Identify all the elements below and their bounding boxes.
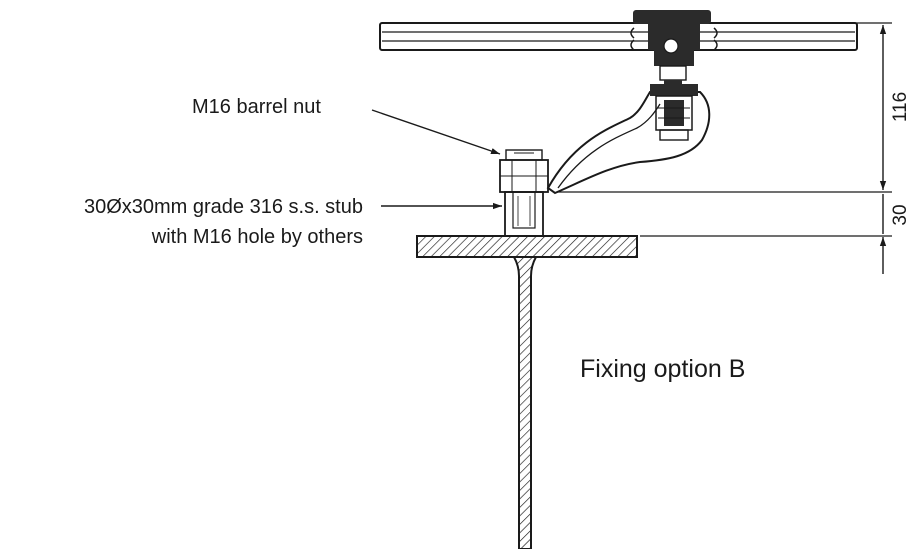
- extension-lines: [557, 22, 892, 237]
- bracket-head: [650, 84, 698, 141]
- dimension-30: 30: [879, 194, 907, 274]
- barrel-nut-label: M16 barrel nut: [192, 96, 321, 118]
- steel-web: [512, 256, 538, 549]
- dimension-30-label: 30: [890, 204, 907, 225]
- barrel-nut: [499, 149, 549, 193]
- dimension-116: 116: [879, 25, 907, 190]
- stub: [504, 191, 544, 237]
- stub-label-line2: with M16 hole by others: [151, 226, 363, 248]
- stub-label-line1: 30Øx30mm grade 316 s.s. stub: [84, 196, 363, 218]
- steel-flange: [416, 235, 638, 258]
- top-rail: [379, 22, 858, 51]
- barrel-nut-leader: [371, 109, 501, 155]
- rail-clamp: [630, 10, 718, 90]
- caption: Fixing option B: [580, 355, 745, 383]
- bracket-arm: [546, 91, 711, 195]
- dimension-116-label: 116: [890, 92, 907, 122]
